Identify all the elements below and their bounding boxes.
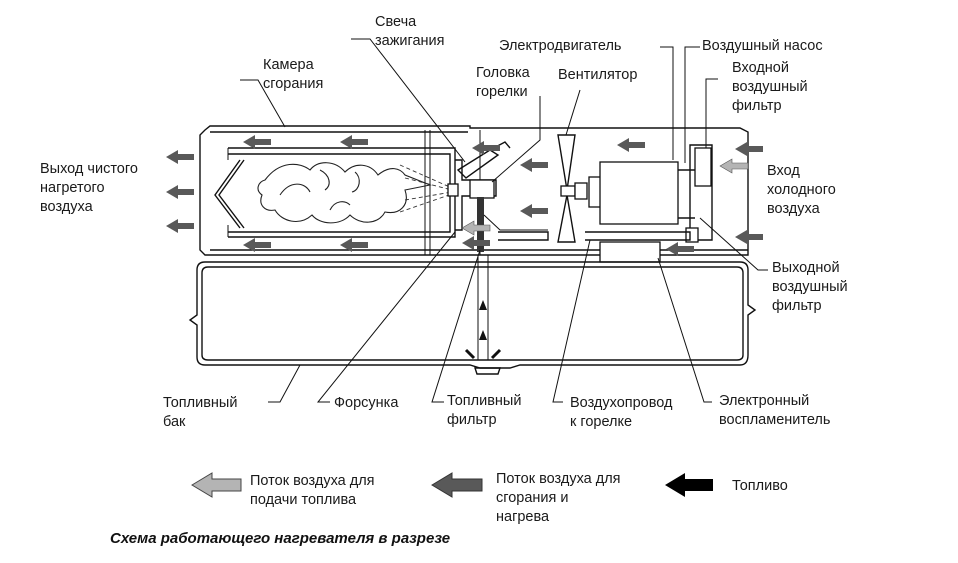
leader-spark-plug [351, 38, 466, 163]
exit-arrow-middle [166, 185, 194, 199]
leader-lines [240, 38, 768, 403]
label-air-pump: Воздушный насос [702, 38, 823, 54]
leader-air-line [552, 239, 591, 403]
legend-label-fuel-air: Поток воздуха для подачи топлива [250, 473, 375, 508]
exit-arrow-bottom [166, 219, 194, 233]
leader-air-pump [684, 46, 700, 163]
label-nozzle: Форсунка [334, 395, 399, 411]
leader-fan [565, 89, 581, 136]
black-arrow-icon [665, 473, 713, 497]
leader-inlet-filter [705, 78, 718, 148]
dark-gray-arrow-icon [431, 472, 483, 498]
air-pump [678, 144, 713, 243]
legend-label-fuel: Топливо [732, 478, 788, 494]
flow-arrow [520, 158, 548, 172]
label-motor: Электродвигатель [499, 38, 622, 54]
flow-arrow [520, 204, 548, 218]
label-fuel-filter: Топливный фильтр [447, 393, 522, 428]
label-inlet-air-filter: Входной воздушный фильтр [732, 60, 808, 114]
label-cold-air-in: Вход холодного воздуха [767, 163, 836, 217]
burner-head [447, 141, 548, 252]
combustion-chamber [214, 147, 456, 238]
leader-fuel-tank [268, 364, 301, 403]
label-fuel-tank: Топливный бак [163, 395, 238, 430]
label-electronic-igniter: Электронный воспламенитель [719, 393, 831, 428]
air-line [498, 231, 691, 263]
flow-arrow [462, 236, 490, 250]
leader-outlet-filter [699, 217, 768, 271]
leader-fuel-filter [431, 249, 481, 403]
intake-arrow-top [735, 142, 763, 156]
legend-arrows [191, 472, 713, 498]
legend-label-combustion-air: Поток воздуха для сгорания и нагрева [496, 471, 621, 525]
label-air-line-to-burner: Воздухопровод к горелке [570, 395, 673, 430]
fuel-air-arrow [461, 220, 491, 236]
fuel-tank [188, 255, 757, 375]
electric-motor [588, 161, 679, 225]
fuel-spray [399, 164, 453, 213]
flow-arrow [666, 242, 694, 256]
label-fan: Вентилятор [558, 67, 638, 83]
exit-arrow-top [166, 150, 194, 164]
leader-combustion-chamber [240, 79, 286, 128]
flow-arrow [617, 138, 645, 152]
label-outlet-air-filter: Выходной воздушный фильтр [772, 260, 848, 314]
flow-arrow [340, 135, 368, 149]
cold-air-in-arrow [719, 158, 749, 174]
leader-igniter [657, 257, 712, 403]
label-spark-plug: Свеча зажигания [375, 14, 445, 49]
flame [257, 162, 432, 224]
leader-burner-head [491, 96, 541, 183]
intake-arrow-bottom [735, 230, 763, 244]
label-burner-head: Головка горелки [476, 65, 530, 100]
flow-arrow [243, 135, 271, 149]
light-gray-arrow-icon [191, 472, 242, 498]
label-clean-hot-air-out: Выход чистого нагретого воздуха [40, 161, 138, 215]
leader-nozzle [316, 231, 456, 403]
leader-motor [660, 46, 674, 160]
diagram-caption: Схема работающего нагревателя в разрезе [110, 530, 451, 547]
fan [557, 134, 588, 243]
label-combustion-chamber: Камера сгорания [263, 57, 324, 92]
